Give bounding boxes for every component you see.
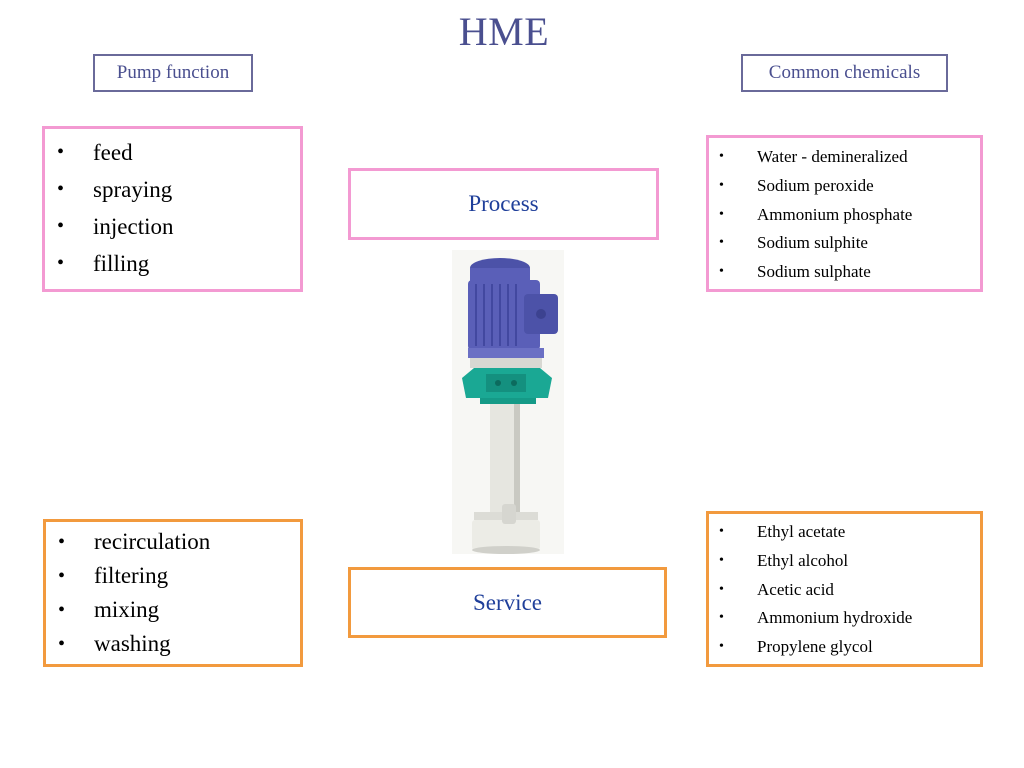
- pump-function-header: Pump function: [93, 54, 253, 92]
- bullet: •: [57, 215, 65, 237]
- pump-function-header-label: Pump function: [116, 62, 230, 83]
- process-functions-box: •feed •spraying •injection •filling: [42, 126, 303, 292]
- bullet: •: [719, 581, 724, 597]
- bullet: •: [719, 235, 724, 251]
- bullet: •: [719, 206, 724, 222]
- process-label-box: Process: [348, 168, 659, 240]
- bullet: •: [719, 149, 724, 164]
- list-item: •injection: [45, 208, 300, 245]
- service-label: Service: [473, 589, 542, 615]
- bullet: •: [57, 178, 65, 200]
- list-item: •Sodium sulphate: [709, 258, 980, 287]
- list-item: •filtering: [46, 559, 300, 593]
- list-item: •feed: [45, 134, 300, 171]
- bullet: •: [719, 610, 724, 626]
- common-chemicals-header: Common chemicals: [741, 54, 948, 92]
- page-title: HME: [458, 9, 550, 54]
- bullet: •: [719, 177, 724, 193]
- list-item: •Acetic acid: [709, 576, 980, 605]
- list-item: •filling: [45, 245, 300, 282]
- list-item: •Ammonium hydroxide: [709, 604, 980, 633]
- list-item: •recirculation: [46, 525, 300, 559]
- list-item: •mixing: [46, 593, 300, 627]
- bullet: •: [719, 264, 724, 280]
- list-item: •Propylene glycol: [709, 633, 980, 662]
- list-item: •Ethyl alcohol: [709, 547, 980, 576]
- common-chemicals-header-label: Common chemicals: [768, 62, 921, 83]
- list-item: •Sodium peroxide: [709, 172, 980, 201]
- bullet: •: [58, 633, 66, 655]
- list-item: •washing: [46, 627, 300, 661]
- bullet: •: [58, 565, 66, 587]
- bullet: •: [57, 252, 65, 274]
- list-item: •Ammonium phosphate: [709, 201, 980, 230]
- bullet: •: [719, 639, 724, 655]
- vertical-pump-image: [452, 250, 564, 554]
- bullet: •: [57, 141, 65, 163]
- list-item: •Sodium sulphite: [709, 229, 980, 258]
- process-chemicals-box: •Water - demineralized •Sodium peroxide …: [706, 135, 983, 292]
- list-item: •spraying: [45, 171, 300, 208]
- bullet: •: [719, 524, 724, 539]
- service-functions-box: •recirculation •filtering •mixing •washi…: [43, 519, 303, 667]
- list-item: •Water - demineralized: [709, 143, 980, 172]
- service-chemicals-box: •Ethyl acetate •Ethyl alcohol •Acetic ac…: [706, 511, 983, 667]
- bullet: •: [58, 531, 66, 553]
- process-label: Process: [468, 191, 539, 216]
- bullet: •: [719, 552, 724, 568]
- bullet: •: [58, 599, 66, 621]
- list-item: •Ethyl acetate: [709, 518, 980, 547]
- service-label-box: Service: [348, 567, 667, 638]
